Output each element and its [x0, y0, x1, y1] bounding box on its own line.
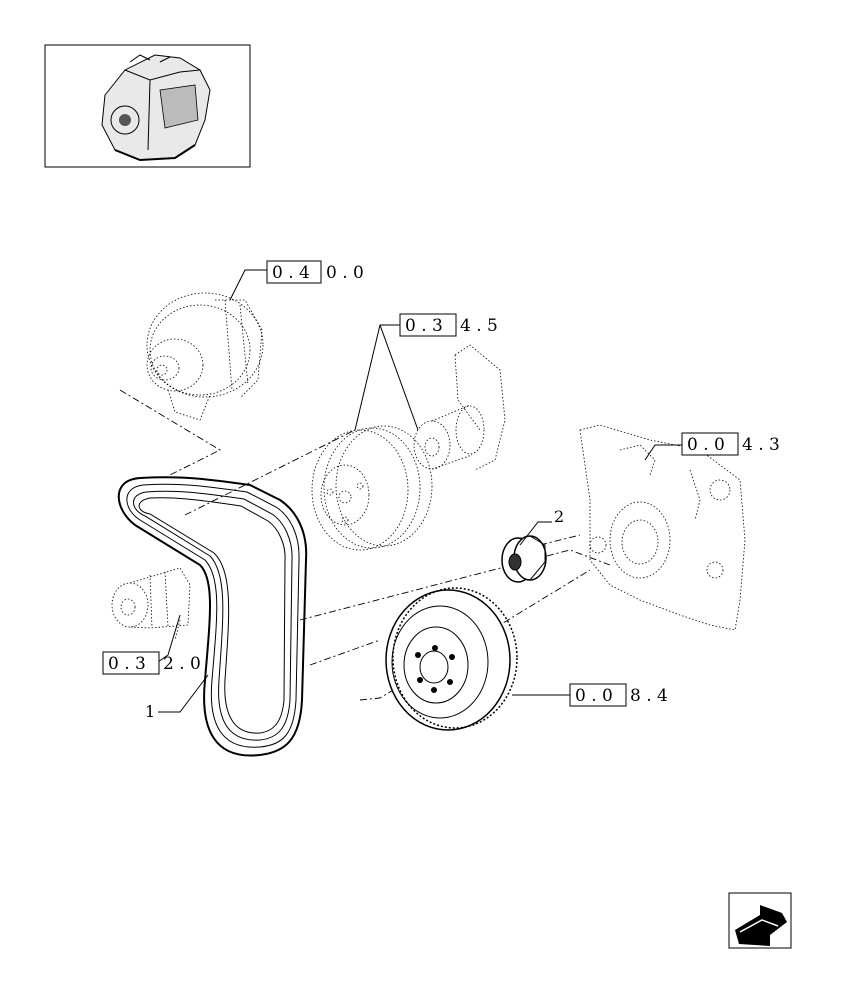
ref-water-pump-boxed: 0 . 3 [108, 654, 146, 674]
fan-hub-bracket [413, 344, 506, 471]
alternator [146, 292, 264, 421]
engine-thumbnail-icon [101, 54, 211, 162]
ref-timing-cover-boxed: 0 . 0 [687, 435, 725, 455]
arrow-back-icon [735, 905, 787, 946]
ref-timing-cover[interactable]: 0 . 0 4 . 3 [681, 432, 780, 456]
ref-damper-boxed: 0 . 0 [575, 686, 613, 706]
callout-belt: 1 [145, 702, 155, 721]
timing-cover [579, 424, 746, 631]
ref-fan-hub-rest: 4 . 5 [460, 316, 498, 336]
tensioner-pulley [501, 535, 547, 583]
crankshaft-damper [385, 587, 518, 731]
ref-water-pump-rest: 2 . 0 [163, 654, 201, 674]
ref-water-pump[interactable]: 0 . 3 2 . 0 [102, 651, 201, 675]
back-navigation-button[interactable] [728, 892, 792, 949]
fan-pulley [311, 425, 433, 551]
ref-alternator-rest: 0 . 0 [326, 263, 364, 283]
water-pump [111, 567, 191, 641]
callout-tensioner: 2 [554, 507, 564, 526]
ref-damper[interactable]: 0 . 0 8 . 4 [569, 683, 668, 707]
poly-v-belt [117, 476, 308, 757]
ref-fan-hub-boxed: 0 . 3 [405, 316, 443, 336]
ref-alternator[interactable]: 0 . 4 0 . 0 [266, 260, 364, 284]
ref-damper-rest: 8 . 4 [630, 686, 668, 706]
ref-timing-cover-rest: 4 . 3 [742, 435, 780, 455]
engine-thumbnail[interactable] [44, 44, 251, 168]
ref-fan-hub[interactable]: 0 . 3 4 . 5 [399, 313, 498, 337]
ref-alternator-boxed: 0 . 4 [272, 263, 310, 283]
